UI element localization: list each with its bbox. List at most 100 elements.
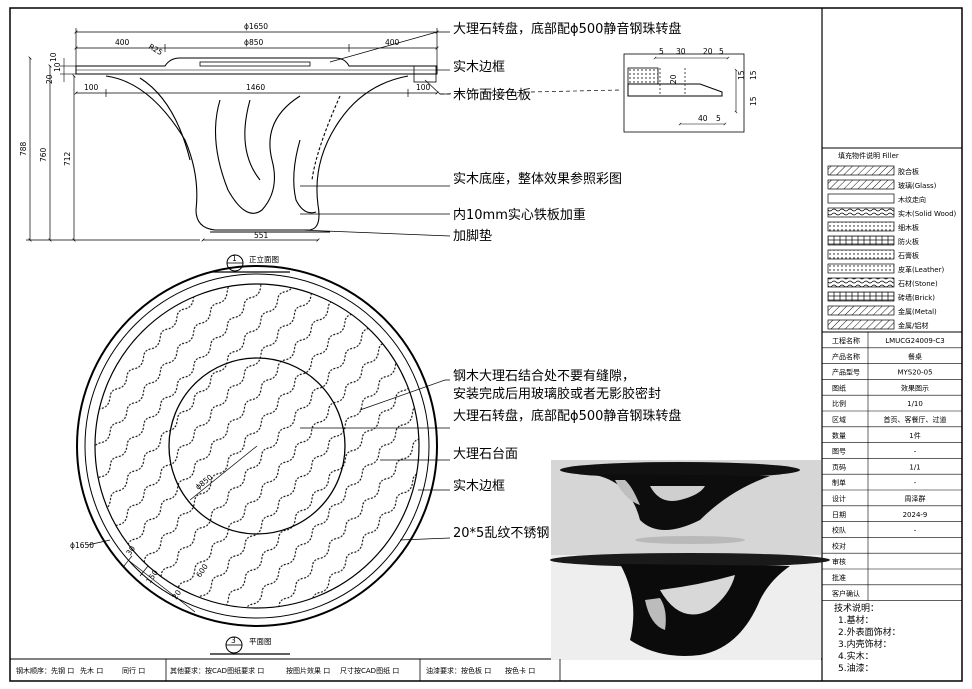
detail-dim-7: 15 xyxy=(749,70,758,80)
legend-swatch xyxy=(827,235,895,246)
plan-note-3: 大理石转盘，底部配ϕ500静音钢珠转盘 xyxy=(453,408,681,424)
detail-dim-5: 15 xyxy=(737,70,746,80)
dim-top-thk: 20 xyxy=(45,74,54,84)
dim-total-height: 788 xyxy=(19,141,28,156)
titleblock-value: 2024-9 xyxy=(903,511,928,519)
dim-base-height: 712 xyxy=(63,151,72,166)
titleblock-value: - xyxy=(914,527,917,535)
titleblock-value: 首页、客餐厅、过道 xyxy=(884,415,947,424)
dim-right-overhang: 400 xyxy=(385,38,400,47)
bottom-item-3: 同行 口 xyxy=(122,666,145,675)
titleblock-label: 批准 xyxy=(832,573,846,582)
view-number-1: 1 xyxy=(232,254,237,263)
plan-dim-b2: 20 xyxy=(170,588,183,601)
legend-label: 皮革(Leather) xyxy=(898,265,944,274)
titleblock-label: 日期 xyxy=(832,511,846,519)
elevation-note-6: 加脚垫 xyxy=(453,228,492,244)
plan-leaders xyxy=(300,379,451,541)
detail-dim-3: 20 xyxy=(703,47,713,56)
titleblock-value: 餐桌 xyxy=(908,352,922,361)
titleblock-value: - xyxy=(914,448,917,456)
elevation-leaders xyxy=(299,31,621,237)
elevation-note-4: 实木底座，整体效果参照彩图 xyxy=(453,171,622,187)
bottom-item-7: 油漆要求：按色板 口 xyxy=(426,666,491,675)
bottom-item-2: 先木 口 xyxy=(80,666,103,675)
titleblock-label: 图号 xyxy=(832,448,846,456)
bottom-bar: 钢木顺序：先钢 口 先木 口 同行 口 其他要求：按CAD图纸要求 口 按图片效… xyxy=(16,659,561,681)
legend-swatch xyxy=(827,319,895,330)
tech-item-2: 2.外表面饰材： xyxy=(838,626,901,638)
bottom-item-4: 其他要求：按CAD图纸要求 口 xyxy=(170,666,264,675)
legend-label: 砖墙(Brick) xyxy=(898,293,935,302)
dimension-chain-base xyxy=(74,89,439,97)
detail-dim-6: 20 xyxy=(669,74,678,84)
titleblock-value: MYS20-05 xyxy=(897,369,932,377)
titleblock-value: - xyxy=(914,479,917,487)
steel-ring xyxy=(84,273,430,619)
legend-swatch xyxy=(827,165,895,176)
titleblock-label: 设计 xyxy=(832,494,846,503)
detail-dim-8: 15 xyxy=(749,96,758,106)
elevation-note-1: 大理石转盘，底部配ϕ500静音钢珠转盘 xyxy=(453,21,681,37)
legend-title: 填充物件说明 Filler xyxy=(838,151,899,160)
legend-label: 实木(Solid Wood) xyxy=(898,209,957,218)
dim-base-span: 1460 xyxy=(246,83,265,92)
titleblock-value: 1/10 xyxy=(907,400,923,408)
tech-item-5: 5.油漆： xyxy=(838,662,874,674)
detail-dim-10: 5 xyxy=(716,114,721,123)
turntable-plate xyxy=(199,61,311,67)
titleblock-value: 效果图示 xyxy=(901,383,929,392)
titleblock-value: LMUCG24009-C3 xyxy=(885,337,945,345)
plan-note-1: 钢木大理石结合处不要有缝隙， xyxy=(453,369,635,384)
legend-label: 金属(Metal) xyxy=(898,307,937,316)
titleblock-label: 产品型号 xyxy=(832,368,860,377)
elevation-title: 正立面图 xyxy=(249,254,279,264)
plan-note-6: 20*5乱纹不锈钢 xyxy=(453,526,549,541)
detail-dim-4: 5 xyxy=(719,47,724,56)
legend-swatch xyxy=(827,207,895,218)
tech-title: 技术说明： xyxy=(834,602,879,614)
legend-label: 金属/铝材 xyxy=(898,321,928,330)
plan-dim-outer: ϕ1650 xyxy=(70,541,94,550)
bottom-item-1: 钢木顺序：先钢 口 xyxy=(16,666,74,675)
detail-dim-2: 30 xyxy=(676,47,686,56)
legend-swatch xyxy=(827,291,895,302)
view-number-3: 3 xyxy=(231,636,236,645)
titleblock-label: 页码 xyxy=(832,463,846,471)
dim-small-b: 10 xyxy=(53,62,62,72)
legend-label: 石材(Stone) xyxy=(898,279,938,288)
front-elevation: ϕ1650 400 ϕ850 400 R25 10 10 20 100 1460… xyxy=(19,21,681,273)
elevation-note-5: 内10mm实心铁板加重 xyxy=(453,207,586,223)
edge-detail-marker xyxy=(413,65,437,83)
titleblock-value: 1/1 xyxy=(909,463,920,471)
detail-dim-9: 40 xyxy=(698,114,708,123)
dim-base-width: 551 xyxy=(254,231,269,240)
plan-note-5: 实木边框 xyxy=(453,479,505,494)
left-small-dims xyxy=(60,58,76,82)
legend-swatch xyxy=(827,277,895,288)
legend-swatch xyxy=(827,305,895,316)
bottom-item-5: 按图片效果 口 xyxy=(286,666,330,675)
tabletop-outline xyxy=(75,57,438,75)
titleblock-label: 区域 xyxy=(832,415,846,424)
dim-left-inset: 100 xyxy=(84,83,99,92)
legend-label: 防火板 xyxy=(898,237,919,246)
titleblock-value: 1件 xyxy=(909,431,920,440)
titleblock-label: 产品名称 xyxy=(832,352,860,361)
plan-title: 平面图 xyxy=(249,637,272,646)
plan-note-2: 安装完成后用玻璃胶或者无影胶密封 xyxy=(453,386,661,402)
detail-dim-1: 5 xyxy=(659,47,664,56)
legend-swatch xyxy=(827,193,895,204)
titleblock-label: 校队 xyxy=(832,526,846,535)
plan-note-4: 大理石台面 xyxy=(453,447,518,462)
titleblock-label: 客户确认 xyxy=(832,589,860,598)
sculptural-base xyxy=(105,75,409,233)
titleblock-label: 数量 xyxy=(832,431,846,440)
legend-swatch xyxy=(827,249,895,260)
dim-right-inset: 100 xyxy=(416,83,431,92)
legend-label: 玻璃(Glass) xyxy=(898,181,937,190)
outer-frame-circle xyxy=(76,265,438,627)
elevation-note-3: 木饰面接色板 xyxy=(453,87,531,103)
